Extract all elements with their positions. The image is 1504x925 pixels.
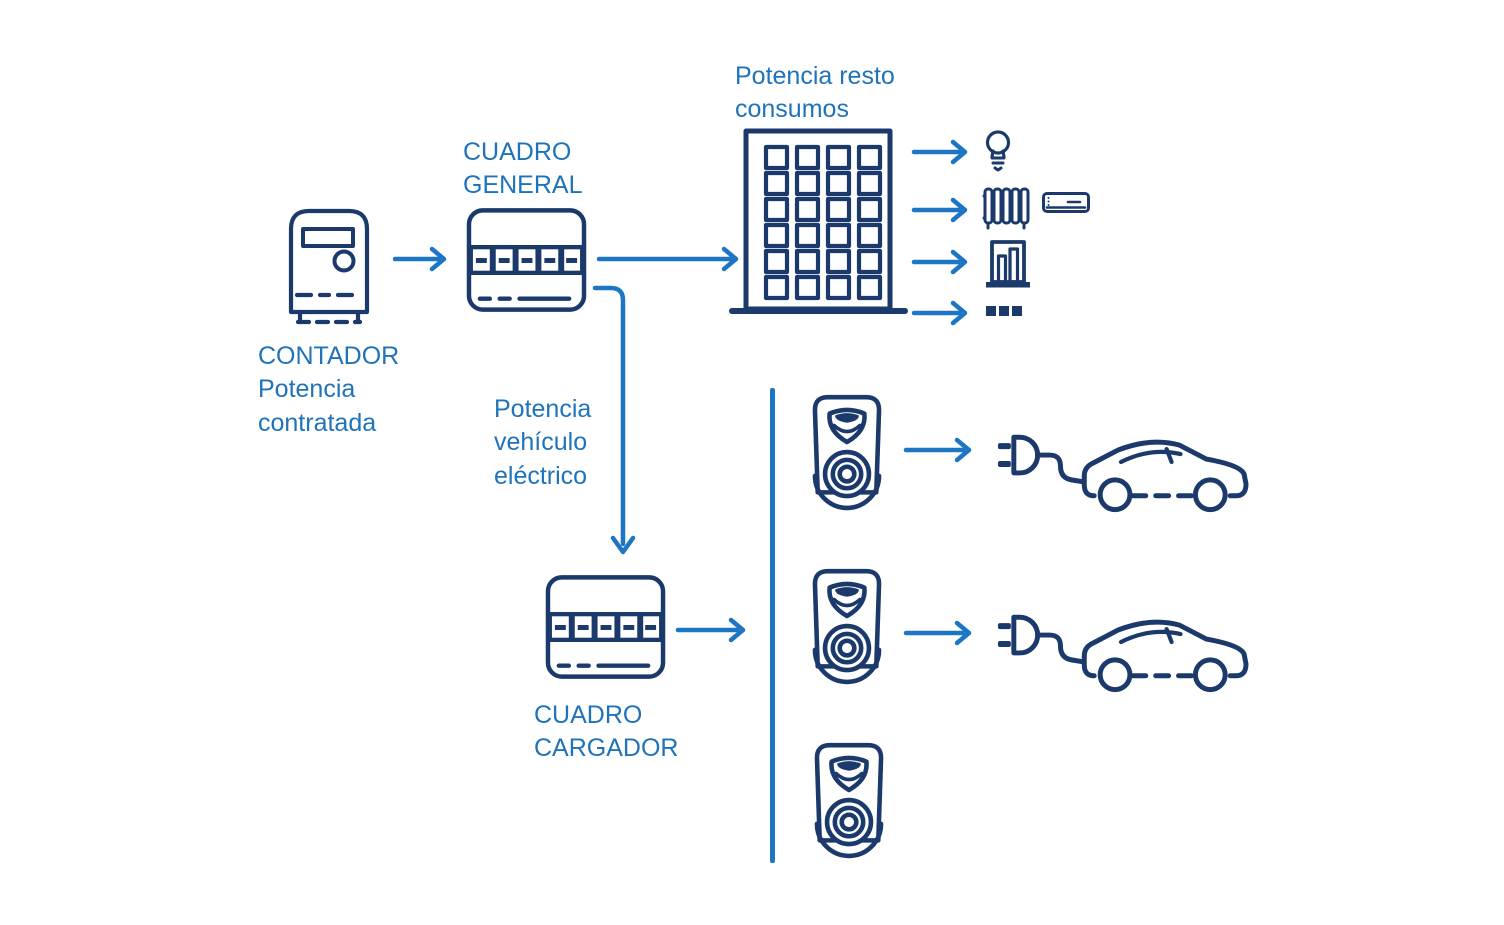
light-bulb-icon xyxy=(983,130,1013,174)
wallbox-charger-icon xyxy=(805,736,893,866)
wallbox-charger-icon xyxy=(803,562,891,692)
connector-panel-to-charger-panel xyxy=(592,282,641,564)
radiator-icon xyxy=(982,187,1030,230)
charger-panel-icon xyxy=(545,574,666,680)
building-icon xyxy=(729,127,908,317)
arrow-to-elevator-icon xyxy=(911,249,968,275)
potencia-vehiculo-label: Potencia vehículo eléctrico xyxy=(494,395,592,490)
charger-bus-line xyxy=(770,388,775,863)
cuadro-general-label: CUADRO GENERAL xyxy=(463,138,583,200)
arrow-panel-to-building-icon xyxy=(596,246,739,272)
arrow-to-hvac-icon xyxy=(911,197,968,223)
arrow-to-others-icon xyxy=(911,300,968,326)
electric-car-with-plug-icon xyxy=(992,596,1249,693)
wallbox-charger-icon xyxy=(803,388,891,518)
contador-title: CONTADOR xyxy=(258,342,400,370)
arrow-to-bulb-icon xyxy=(911,139,968,165)
ellipsis-icon xyxy=(986,306,1022,316)
contador-label: CONTADOR Potencia contratada xyxy=(258,340,410,440)
arrow-charger-panel-to-chargers-icon xyxy=(675,617,746,643)
potencia-resto-label: Potencia resto consumos xyxy=(735,62,895,124)
elevator-icon xyxy=(986,240,1030,288)
arrow-charger-to-car-icon xyxy=(903,620,972,646)
air-conditioner-icon xyxy=(1042,192,1090,218)
electric-meter-icon xyxy=(288,208,370,327)
distribution-panel-icon xyxy=(466,207,587,313)
cuadro-cargador-label: CUADRO CARGADOR xyxy=(534,701,679,763)
contador-subtitle: Potencia contratada xyxy=(258,375,377,437)
arrow-charger-to-car-icon xyxy=(903,437,972,463)
electric-car-with-plug-icon xyxy=(992,416,1249,513)
arrow-meter-to-panel-icon xyxy=(392,246,447,272)
